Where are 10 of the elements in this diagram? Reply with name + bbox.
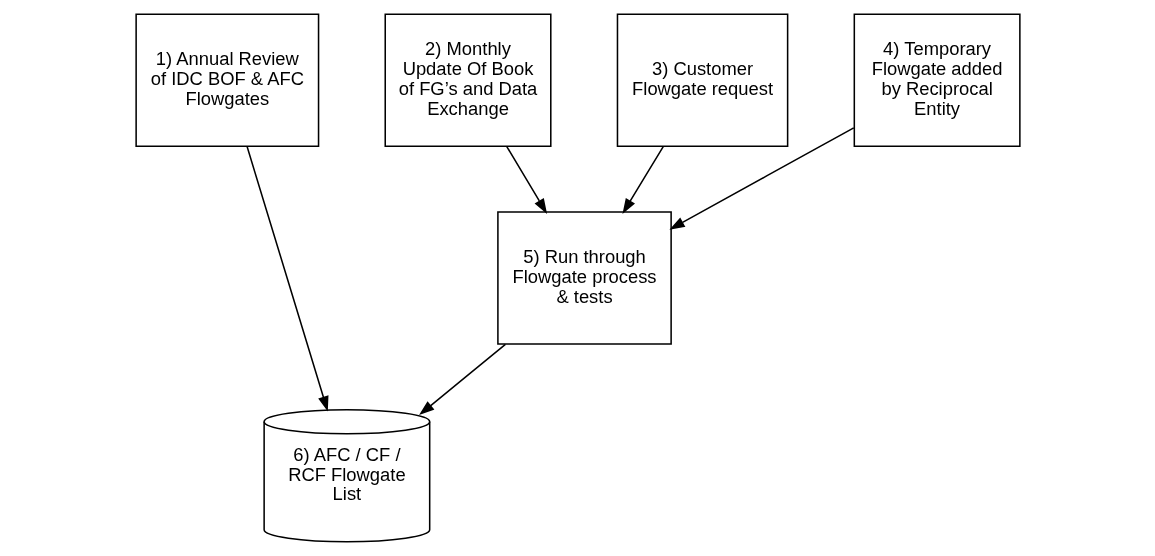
arrow bbox=[668, 127, 854, 230]
arrow bbox=[621, 145, 664, 214]
arrow bbox=[418, 343, 506, 416]
node-box: 3) Customer Flowgate request bbox=[616, 13, 788, 147]
arrow bbox=[505, 145, 547, 214]
node-box: 5) Run through Flowgate process & tests bbox=[496, 211, 672, 345]
arrow bbox=[245, 145, 328, 412]
node-box: 4) Temporary Flowgate added by Reciprocal Entity bbox=[853, 13, 1021, 147]
node-box: 1) Annual Review of IDC BOF & AFC Flowgates bbox=[134, 13, 319, 147]
node-box: 2) Monthly Update Of Book of FG’s and Data Exchange bbox=[383, 13, 552, 147]
